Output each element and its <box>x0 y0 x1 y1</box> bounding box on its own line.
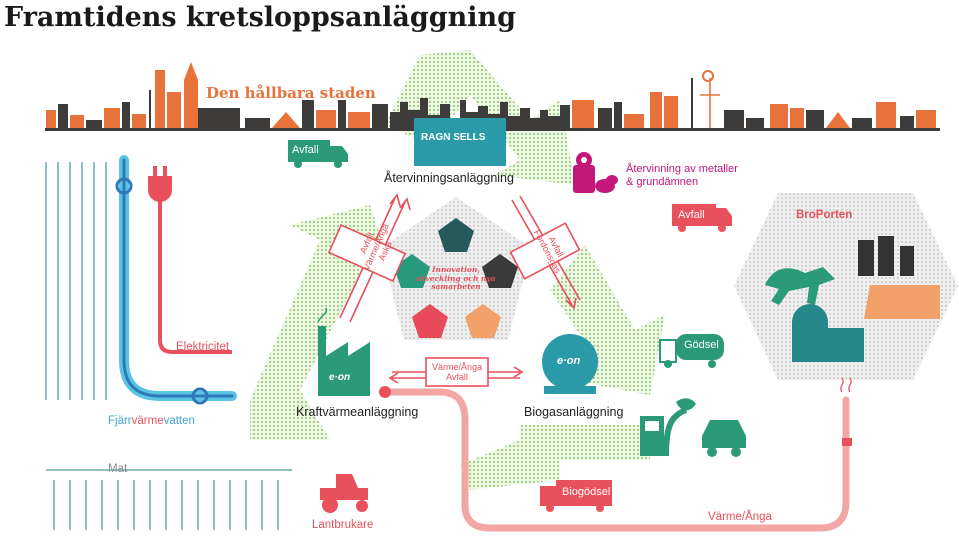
broporten-hexagon <box>734 193 958 380</box>
waste-truck-top-label: Avfall <box>292 144 319 156</box>
city-skyline-left <box>46 62 388 128</box>
page-title: Framtidens kretsloppsanläggning <box>4 2 517 33</box>
pipe-valve-bottom-icon <box>191 387 209 405</box>
flow-arrows-left <box>327 193 411 323</box>
pipe-valve-top-icon <box>115 177 133 195</box>
ragn-sells-logo-text: RAGN SELLS <box>421 132 486 143</box>
waste-truck-right-icon <box>672 204 732 232</box>
innovation-pentagon <box>381 197 531 340</box>
recycling-facility-label: Återvinningsanläggning <box>384 171 514 185</box>
ragn-sells-logo-box <box>414 118 506 166</box>
flow-arrows-right <box>509 195 581 310</box>
bio-fertilizer-truck-label: Biogödsel <box>562 486 611 498</box>
fuel-pump-icon <box>640 398 696 457</box>
car-icon <box>702 420 746 457</box>
chp-plant-icon <box>317 307 370 396</box>
recycling-arrow-top <box>385 50 575 185</box>
metals-recovery-label: Återvinning av metaller & grundämnen <box>626 163 738 188</box>
steam-valve-icon <box>379 386 391 398</box>
district-heating-label: Fjärrvärmevatten <box>108 415 195 428</box>
innovation-label: Innovation, utveckling och nya samarbete… <box>416 265 496 291</box>
recycling-arrow-bottom <box>460 425 650 490</box>
district-heating-pipe <box>119 155 237 401</box>
flow-arrows-bottom <box>388 357 524 387</box>
broporten-label: BroPorten <box>796 209 853 221</box>
recycling-arrow-right <box>550 245 665 395</box>
manure-truck-icon <box>659 334 724 368</box>
district-heating-label-suffix: vatten <box>163 415 195 427</box>
tractor-icon <box>320 474 368 513</box>
biogas-logo-text: e·on <box>557 355 581 367</box>
steam-pipe <box>381 388 850 532</box>
district-heating-label-prefix: Fjärr <box>108 415 132 427</box>
wheat-field-top <box>45 162 107 400</box>
district-heating-label-middle: värme <box>131 415 164 427</box>
electricity-label: Elektricitet <box>176 341 230 353</box>
chp-plant-label: Kraftvärmeanläggning <box>296 405 419 419</box>
wheat-field-bottom <box>46 469 292 530</box>
steam-wisps-icon <box>840 377 852 393</box>
waste-truck-right-label: Avfall <box>678 209 705 221</box>
city-skyline-right <box>650 70 936 128</box>
steam-pipe-label: Värme/Ånga <box>708 511 772 523</box>
biogas-dome-icon <box>542 334 598 394</box>
biogas-plant-label: Biogasanläggning <box>524 405 624 419</box>
city-label: Den hållbara staden <box>206 84 376 102</box>
bio-fertilizer-truck-icon <box>540 480 612 512</box>
pipe-flange <box>842 438 852 446</box>
electricity-plug-icon <box>148 166 232 354</box>
chp-logo-text: e·on <box>329 372 351 383</box>
farmer-label: Lantbrukare <box>312 519 374 531</box>
manure-truck-label: Gödsel <box>684 339 719 351</box>
metals-icon <box>573 152 618 193</box>
waste-truck-top-icon <box>288 140 348 168</box>
food-label: Mat <box>108 463 128 475</box>
bottom-flow-label: Värme/Ånga Avfall <box>432 362 483 382</box>
